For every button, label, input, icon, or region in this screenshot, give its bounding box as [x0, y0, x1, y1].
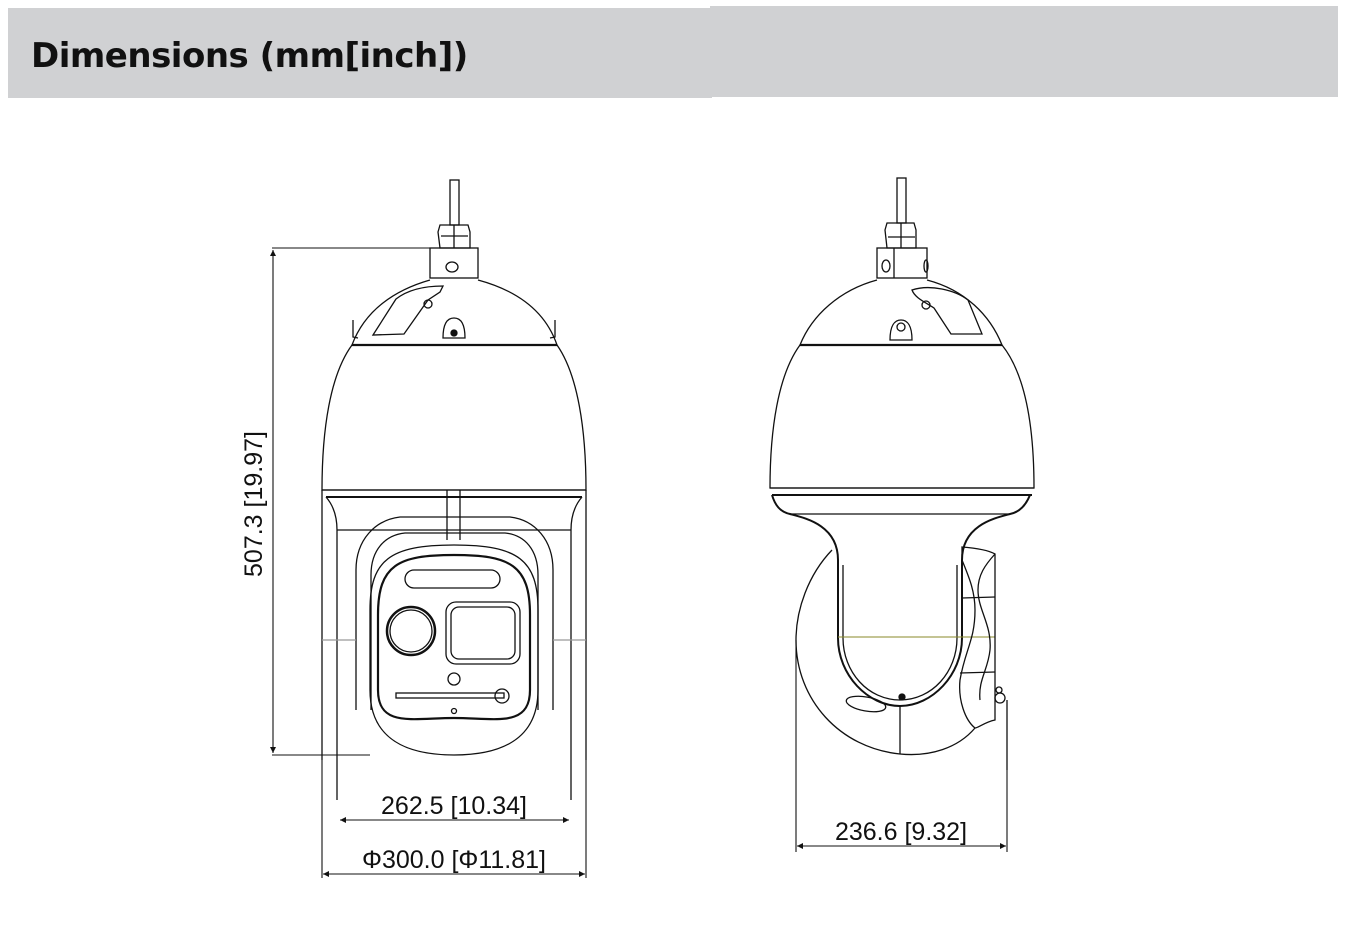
header-bar-extension — [710, 6, 1338, 97]
side-view-camera — [769, 177, 1035, 770]
side-dimension-lines — [795, 640, 1008, 852]
diameter-dimension-label: Φ300.0 [Φ11.81] — [362, 846, 546, 874]
front-view-camera — [321, 179, 587, 800]
header-bar — [8, 8, 712, 98]
height-dimension-label: 507.3 [19.97] — [240, 431, 268, 577]
depth-dimension-label: 236.6 [9.32] — [835, 818, 967, 846]
inner-width-dimension-label: 262.5 [10.34] — [381, 792, 527, 820]
front-dimension-lines — [270, 247, 587, 878]
page-title: Dimensions (mm[inch]) — [31, 36, 468, 76]
